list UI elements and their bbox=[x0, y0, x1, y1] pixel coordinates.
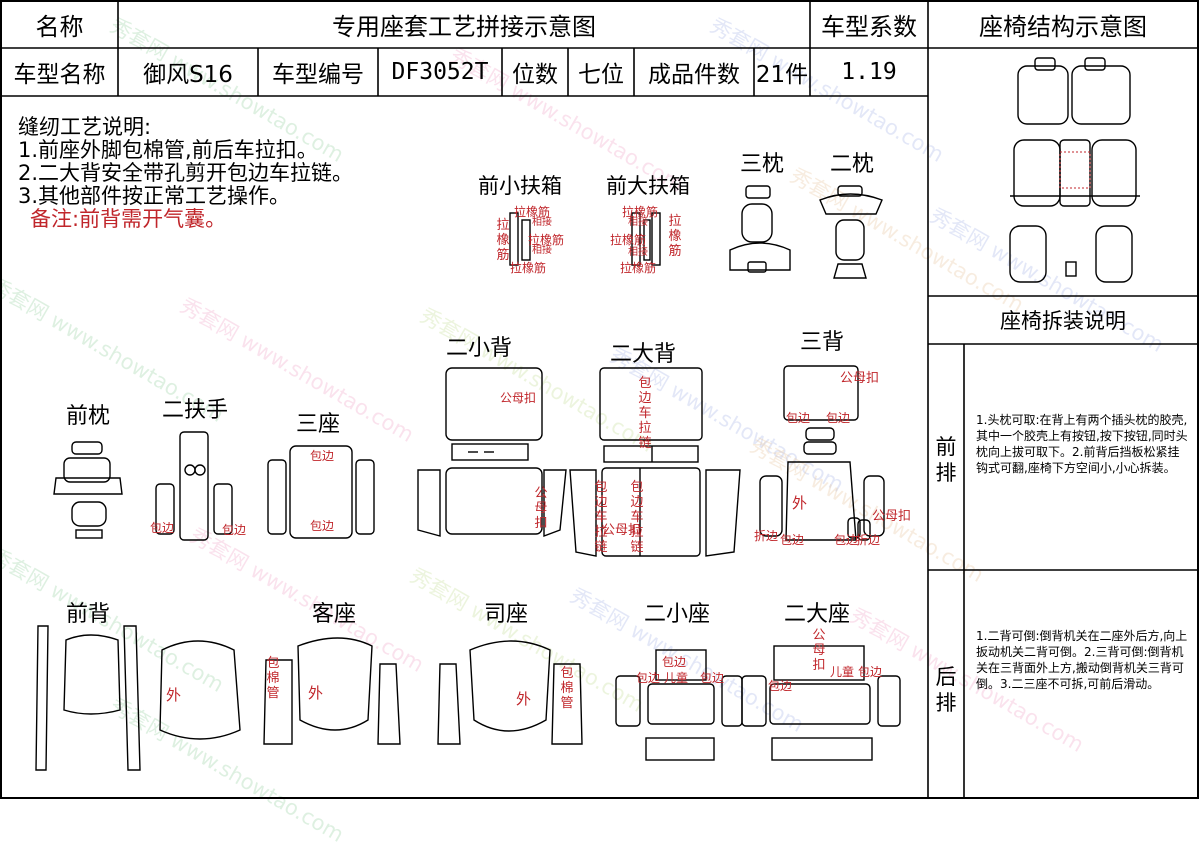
pieces-label: 成品件数 bbox=[648, 62, 740, 88]
annotation-snap-vertical: 公母扣 bbox=[812, 628, 826, 673]
annotation-elastic: 拉橡筋 bbox=[622, 205, 659, 219]
annotation-binding: 包边 bbox=[310, 519, 335, 533]
annotation-outer: 外 bbox=[792, 494, 808, 512]
annotation-binding: 包边 bbox=[786, 411, 811, 425]
label-front-back: 前背 bbox=[66, 602, 111, 627]
coef-label: 车型系数 bbox=[821, 13, 917, 41]
note-item: 1.前座外脚包棉管,前后车拉扣。 bbox=[18, 138, 318, 162]
annotation-cotton-tube: 包棉管 bbox=[560, 666, 574, 711]
annotation-binding: 包边 bbox=[834, 533, 859, 547]
model-name-label: 车型名称 bbox=[13, 62, 106, 88]
annotation-child-seat: 儿童 bbox=[664, 671, 689, 685]
label-second-armrest: 二扶手 bbox=[162, 398, 229, 423]
annotation-binding: 包边 bbox=[636, 671, 661, 685]
note-item: 3.其他部件按正常工艺操作。 bbox=[18, 184, 291, 208]
annotation-cotton-tube: 包棉管 bbox=[266, 656, 280, 701]
label-second-big-back: 二大背 bbox=[610, 342, 677, 367]
sewing-notes: 缝纫工艺说明: 1.前座外脚包棉管,前后车拉扣。 2.二大背安全带孔剪开包边车拉… bbox=[18, 116, 353, 231]
diagram-canvas bbox=[0, 0, 1199, 799]
annotation-binding: 包边 bbox=[222, 523, 247, 537]
label-second-small-seat: 二小座 bbox=[644, 602, 711, 627]
label-third-pillow: 三枕 bbox=[740, 152, 785, 177]
label-front-small-armrest: 前小扶箱 bbox=[478, 174, 562, 198]
seats-label: 位数 bbox=[512, 62, 558, 88]
note-item: 2.二大背安全带孔剪开包边车拉链。 bbox=[18, 161, 354, 185]
label-second-pillow: 二枕 bbox=[830, 152, 875, 177]
coefficient-value: 1.19 bbox=[841, 59, 897, 85]
annotation-snap: 公母扣 bbox=[872, 509, 912, 524]
annotation-child-seat: 儿童 bbox=[830, 665, 855, 679]
label-front-big-armrest: 前大扶箱 bbox=[606, 174, 690, 198]
annotation-snap: 公母扣 bbox=[840, 371, 880, 386]
model-code-label: 车型编号 bbox=[272, 62, 364, 88]
removal-title: 座椅拆装说明 bbox=[1000, 309, 1126, 333]
label-front-pillow: 前枕 bbox=[66, 404, 111, 429]
annotation-binding: 包边 bbox=[780, 533, 805, 547]
annotation-snap: 公母扣 bbox=[500, 391, 537, 405]
annotation-zip-side-left: 包边车拉链 bbox=[594, 480, 608, 555]
annotation-binding: 包边 bbox=[826, 411, 851, 425]
annotation-binding: 包边 bbox=[662, 655, 687, 669]
annotation-binding: 包边 bbox=[858, 665, 883, 679]
rear-row-label: 后排 bbox=[935, 665, 957, 715]
annotation-binding: 包边 bbox=[310, 449, 335, 463]
annotation-side-seam: 相接 bbox=[532, 245, 552, 256]
label-passenger-seat: 客座 bbox=[312, 602, 357, 627]
model-name: 御风S16 bbox=[143, 62, 233, 88]
annotation-zip-side-right: 包边车拉链 bbox=[630, 480, 644, 555]
annotation-zip-side: 包边车拉链 bbox=[638, 376, 652, 451]
label-second-big-seat: 二大座 bbox=[784, 602, 851, 627]
annotation-snap: 公母扣 bbox=[602, 523, 642, 538]
annotation-elastic: 拉橡筋 bbox=[510, 261, 547, 275]
annotation-snap-vertical: 公母扣 bbox=[534, 486, 548, 531]
annotation-elastic-vertical: 拉橡筋 bbox=[496, 218, 510, 263]
page-title: 专用座套工艺拼接示意图 bbox=[332, 13, 596, 41]
annotation-elastic: 拉橡筋 bbox=[528, 233, 565, 247]
annotation-elastic-vertical: 拉橡筋 bbox=[668, 214, 682, 259]
pieces-value: 21件 bbox=[755, 62, 809, 88]
annotation-binding: 包边 bbox=[700, 671, 725, 685]
annotation-outer: 外 bbox=[166, 686, 182, 704]
label-third-back: 三背 bbox=[800, 330, 845, 355]
front-row-text: 1.头枕可取:在背上有两个插头枕的胶壳,其中一个胶壳上有按钮,按下按钮,同时头枕… bbox=[976, 413, 1188, 475]
annotation-side-seam: 相接 bbox=[628, 217, 648, 228]
notes-remark: 备注:前背需开气囊。 bbox=[30, 207, 227, 231]
label-third-seat: 三座 bbox=[296, 412, 341, 437]
front-row-label: 前排 bbox=[935, 435, 957, 485]
annotation-elastic: 拉橡筋 bbox=[514, 205, 551, 219]
structure-label: 座椅结构示意图 bbox=[979, 13, 1147, 41]
annotation-edge: 折边 bbox=[856, 533, 881, 547]
annotation-elastic: 拉橡筋 bbox=[610, 233, 647, 247]
annotation-side-seam: 相接 bbox=[628, 247, 648, 258]
seats-value: 七位 bbox=[578, 62, 624, 88]
label-driver-seat: 司座 bbox=[484, 602, 529, 627]
annotation-outer: 外 bbox=[308, 684, 324, 702]
annotation-binding: 包边 bbox=[150, 521, 175, 535]
annotation-side-seam: 相接 bbox=[532, 217, 552, 228]
annotation-outer: 外 bbox=[516, 690, 532, 708]
annotation-edge: 折边 bbox=[754, 529, 779, 543]
annotation-binding: 包边 bbox=[768, 679, 793, 693]
notes-title: 缝纫工艺说明: bbox=[18, 115, 152, 139]
rear-row-text: 1.二背可倒:倒背机关在二座外后方,向上扳动机关二背可倒。2.三背可倒:倒背机关… bbox=[976, 629, 1188, 691]
annotation-elastic: 拉橡筋 bbox=[620, 261, 657, 275]
name-label: 名称 bbox=[35, 13, 84, 41]
model-code: DF3052T bbox=[391, 59, 489, 85]
label-second-small-back: 二小背 bbox=[446, 336, 513, 361]
